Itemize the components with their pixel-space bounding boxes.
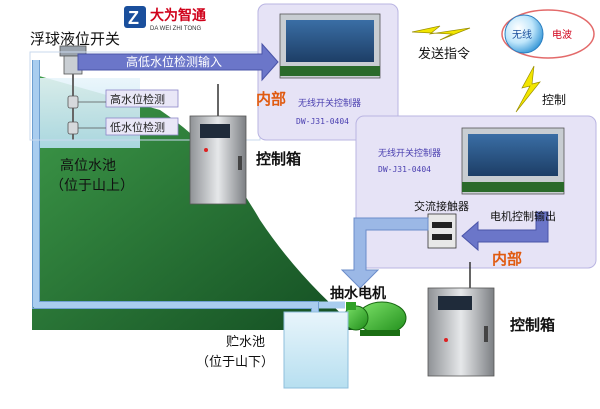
- pump-label: 抽水电机: [330, 285, 386, 302]
- svg-text:Z: Z: [128, 8, 139, 28]
- wireless-controller-top: [279, 13, 381, 79]
- wireless-globe: [504, 14, 544, 54]
- brand-logo: Z: [124, 6, 146, 28]
- controller-label-top: 无线开关控制器: [298, 97, 361, 109]
- contactor-to-pump-arrow: [340, 217, 429, 289]
- low-detect-label: 低水位检测: [110, 120, 165, 134]
- float-switch-label: 浮球液位开关: [30, 30, 120, 48]
- high-pool: [40, 78, 140, 148]
- control-box-label-top: 控制箱: [256, 150, 301, 168]
- inner-label-top: 内部: [256, 90, 286, 108]
- motor-output-label: 电机控制输出: [490, 209, 556, 223]
- control-box-label-bottom: 控制箱: [510, 316, 555, 334]
- high-pool-label: 高位水池: [60, 157, 116, 174]
- level-input-label: 高低水位检测输入: [126, 54, 222, 69]
- high-detect-label: 高水位检测: [110, 92, 165, 106]
- brand-pinyin: DA WEI ZHI TONG: [150, 26, 201, 32]
- storage-pool-label: 贮水池: [226, 335, 265, 350]
- level-input-arrow: [77, 42, 279, 82]
- storage-pool-sublabel: （位于山下）: [196, 355, 274, 370]
- contactor-label: 交流接触器: [414, 199, 469, 213]
- control-label: 控制: [542, 93, 566, 107]
- brand-name: 大为智通: [150, 7, 206, 24]
- model-label-top: DW-J31-0404: [296, 117, 349, 126]
- send-command-label: 发送指令: [418, 46, 470, 62]
- high-level-label-box: [105, 89, 179, 108]
- model-label-bottom: DW-J31-0404: [378, 165, 431, 174]
- lightning-bolt-send: [411, 25, 471, 41]
- storage-pool: [283, 311, 349, 389]
- wireless-label-1: 无线: [512, 28, 532, 41]
- control-box-bottom: [427, 262, 495, 377]
- control-box-top: [189, 84, 247, 205]
- lightning-bolt-control: [515, 65, 541, 113]
- controller-label-bottom: 无线开关控制器: [378, 147, 441, 159]
- high-pool-sublabel: （位于山上）: [50, 178, 134, 194]
- wireless-controller-bottom: [461, 127, 565, 195]
- motor-output-arrow: [461, 211, 549, 252]
- wireless-label-2: 电波: [552, 28, 572, 41]
- pump: [343, 301, 407, 336]
- ac-contactor: [427, 213, 457, 249]
- low-level-label-box: [105, 117, 179, 136]
- inner-label-bottom: 内部: [492, 250, 522, 268]
